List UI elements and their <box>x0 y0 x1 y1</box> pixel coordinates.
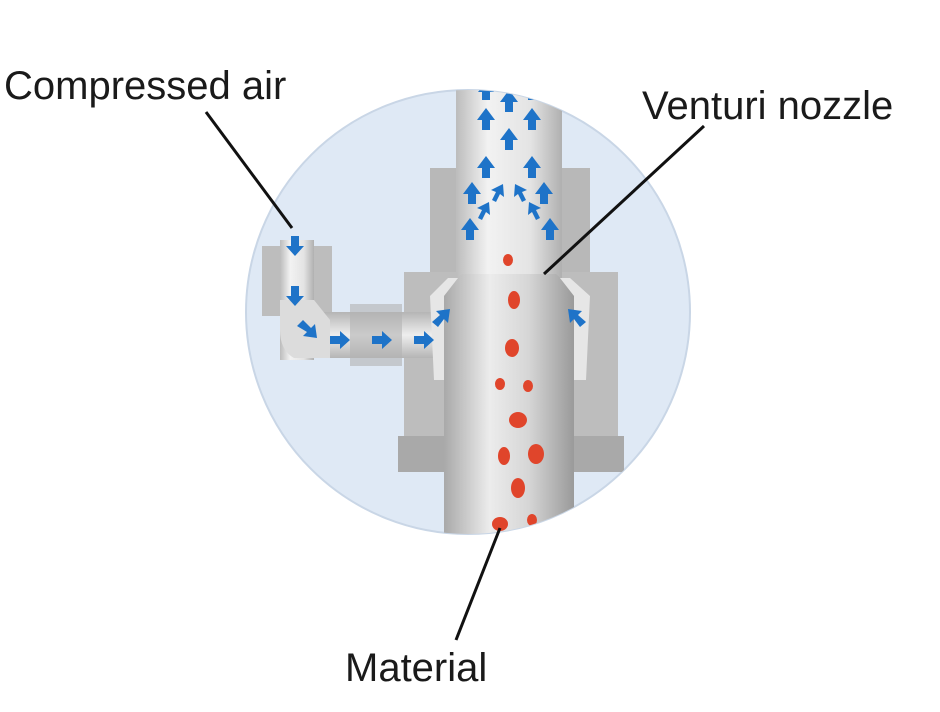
blue-arrow-icon <box>523 156 541 178</box>
red-particle-icon <box>503 254 513 266</box>
blue-arrow-icon <box>432 309 450 327</box>
blue-arrow-icon <box>491 184 504 202</box>
red-particle-icon <box>495 378 505 390</box>
blue-arrow-icon <box>478 90 494 100</box>
leader-line-venturi-nozzle <box>542 124 706 276</box>
venturi-nozzle-label: Venturi nozzle <box>642 84 894 128</box>
red-particle-icon <box>508 291 520 309</box>
blue-arrow-icon <box>461 218 479 240</box>
blue-arrow-icon <box>477 156 495 178</box>
nozzle-gap-left <box>430 278 458 380</box>
blue-arrow-icon <box>523 108 541 130</box>
blue-arrow-icon <box>500 128 518 150</box>
blue-arrow-icon <box>541 218 559 240</box>
red-particle-icon <box>523 380 533 392</box>
red-particle-icon <box>509 412 527 428</box>
blue-arrow-icon <box>414 331 434 349</box>
blue-arrow-icon <box>477 202 490 220</box>
red-particle-icon <box>505 339 519 357</box>
air-pipe-flange <box>350 304 402 366</box>
blue-arrow-icon <box>463 182 481 204</box>
leader-line-compressed-air <box>204 111 294 229</box>
blue-arrow-icon <box>372 331 392 349</box>
blue-arrow-icon <box>500 90 518 112</box>
venturi-nozzle-body <box>444 274 574 534</box>
red-particle-icon <box>498 447 510 465</box>
blue-arrow-icon <box>528 202 541 220</box>
red-particle-icon <box>528 444 544 464</box>
blue-arrow-icon <box>535 182 553 204</box>
blue-arrow-icon <box>286 286 304 306</box>
red-particle-icon <box>527 514 537 526</box>
blue-arrow-icon <box>330 331 350 349</box>
nozzle-gap-right <box>560 278 590 380</box>
blue-arrow-icon <box>568 309 586 327</box>
blue-arrow-icon <box>286 236 304 256</box>
red-particle-icon <box>492 517 508 531</box>
blue-arrow-icon <box>297 320 317 338</box>
blue-arrow-icon <box>477 108 495 130</box>
material-particles <box>492 254 544 531</box>
blue-arrow-icon <box>514 184 527 202</box>
material-label: Material <box>345 646 488 690</box>
red-particle-icon <box>511 478 525 498</box>
leader-line-material <box>454 527 502 641</box>
compressed-air-label: Compressed air <box>4 64 287 108</box>
